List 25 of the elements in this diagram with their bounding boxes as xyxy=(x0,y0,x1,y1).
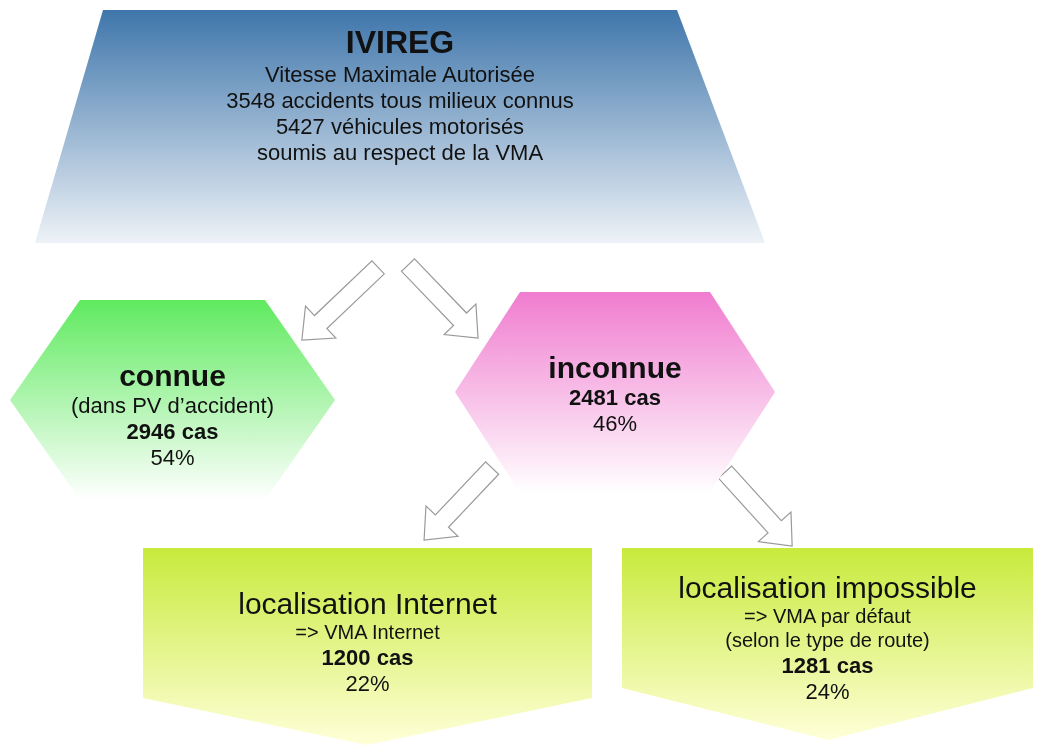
node-text: 1281 cas xyxy=(781,652,874,679)
heading: connue xyxy=(119,358,226,394)
heading: localisation impossible xyxy=(678,570,977,606)
node-text: 2946 cas xyxy=(126,419,219,446)
node-text: => VMA Internet xyxy=(295,621,440,645)
block-arrow xyxy=(423,461,500,541)
heading: IVIREG xyxy=(345,24,455,62)
node-text: Vitesse Maximale Autorisée xyxy=(265,61,535,88)
block-arrow xyxy=(717,465,793,547)
node-text: 24% xyxy=(805,678,850,705)
node-text: 54% xyxy=(150,445,195,472)
node-text: 46% xyxy=(592,411,637,438)
node-text: 3548 accidents tous milieux connus xyxy=(226,87,574,114)
heading: localisation Internet xyxy=(238,586,497,622)
node-text: (dans PV d’accident) xyxy=(71,393,274,420)
node-text: 5427 véhicules motorisés xyxy=(275,113,525,140)
block-arrow xyxy=(400,258,479,339)
node-text: 2481 cas xyxy=(569,385,661,412)
node-text: soumis au respect de la VMA xyxy=(256,139,544,166)
block-arrow xyxy=(301,260,386,341)
node-text: (selon le type de route) xyxy=(725,629,930,653)
node-text: 22% xyxy=(345,670,390,697)
node-text: 1200 cas xyxy=(321,645,414,671)
node-text: => VMA par défaut xyxy=(744,605,911,629)
heading: inconnue xyxy=(548,350,682,386)
